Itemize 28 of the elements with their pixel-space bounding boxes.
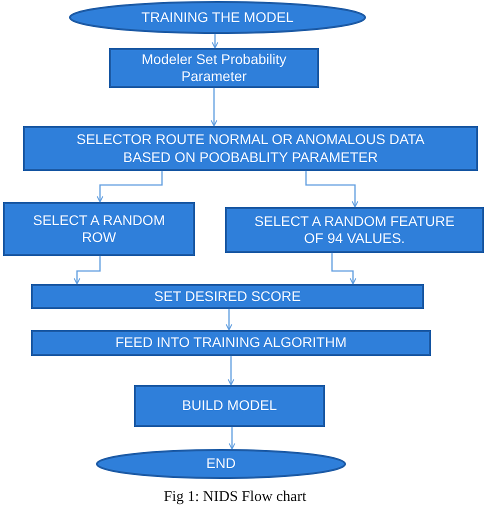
terminal-ellipse bbox=[69, 1, 366, 34]
arrow bbox=[305, 171, 358, 208]
arrow bbox=[228, 356, 234, 386]
process-box bbox=[109, 48, 319, 88]
process-box bbox=[134, 385, 325, 427]
figure-caption: Fig 1: NIDS Flow chart bbox=[164, 489, 306, 505]
arrow bbox=[74, 256, 101, 284]
arrow bbox=[331, 253, 356, 284]
process-box bbox=[31, 330, 431, 356]
node-label: FEED INTO TRAINING ALGORITHM bbox=[115, 334, 347, 352]
process-box bbox=[3, 202, 195, 256]
node-label: SELECTOR ROUTE NORMAL OR ANOMALOUS DATA BASED ON POOBABLITY PARAMETER bbox=[76, 131, 426, 166]
arrow bbox=[96, 171, 163, 202]
node-label: BUILD MODEL bbox=[182, 397, 277, 415]
node-label: SET DESIRED SCORE bbox=[154, 288, 301, 306]
node-label: Modeler Set Probability Parameter bbox=[140, 50, 288, 86]
node-label: END bbox=[206, 455, 236, 473]
arrow bbox=[226, 309, 232, 330]
terminal-ellipse bbox=[96, 449, 346, 479]
arrow bbox=[228, 427, 236, 450]
node-label: TRAINING THE MODEL bbox=[141, 8, 294, 26]
process-box bbox=[23, 126, 478, 171]
node-label: SELECT A RANDOM ROW bbox=[32, 212, 166, 246]
arrow bbox=[212, 34, 218, 48]
node-label: SELECT A RANDOM FEATURE OF 94 VALUES. bbox=[253, 212, 456, 248]
arrow bbox=[210, 88, 218, 126]
process-box bbox=[225, 207, 484, 253]
process-box bbox=[31, 284, 424, 309]
